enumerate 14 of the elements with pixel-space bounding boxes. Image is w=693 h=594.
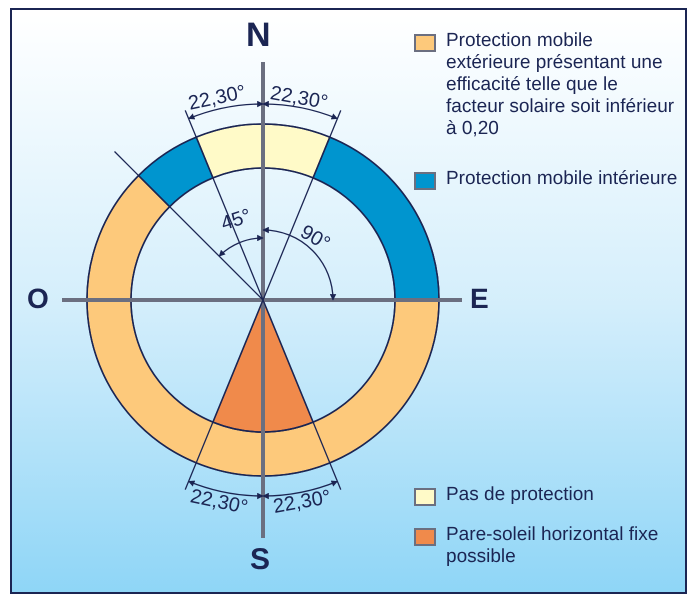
compass-direction-label: N — [246, 18, 271, 52]
compass-direction-label: E — [470, 285, 489, 313]
angle-label: 45° — [218, 206, 254, 234]
legend-text: Protection mobile intérieure — [446, 168, 678, 190]
legend-text: Pas de protection — [446, 484, 594, 506]
angle-label: 22,30° — [188, 486, 250, 518]
legend-text: Protection mobile extérieure présentant une efficacité telle que le facteur solaire soit inférieur à 0,20 — [446, 30, 676, 140]
angle-label: 22,30° — [268, 83, 330, 113]
angle-label: 90° — [297, 222, 334, 254]
angle-label: 22,30° — [272, 487, 332, 517]
angle-label: 22,30° — [186, 82, 248, 114]
compass-direction-label: S — [250, 545, 270, 575]
legend-text: Pare-soleil horizontal fixe possible — [446, 524, 660, 568]
compass-direction-label: O — [27, 285, 49, 313]
